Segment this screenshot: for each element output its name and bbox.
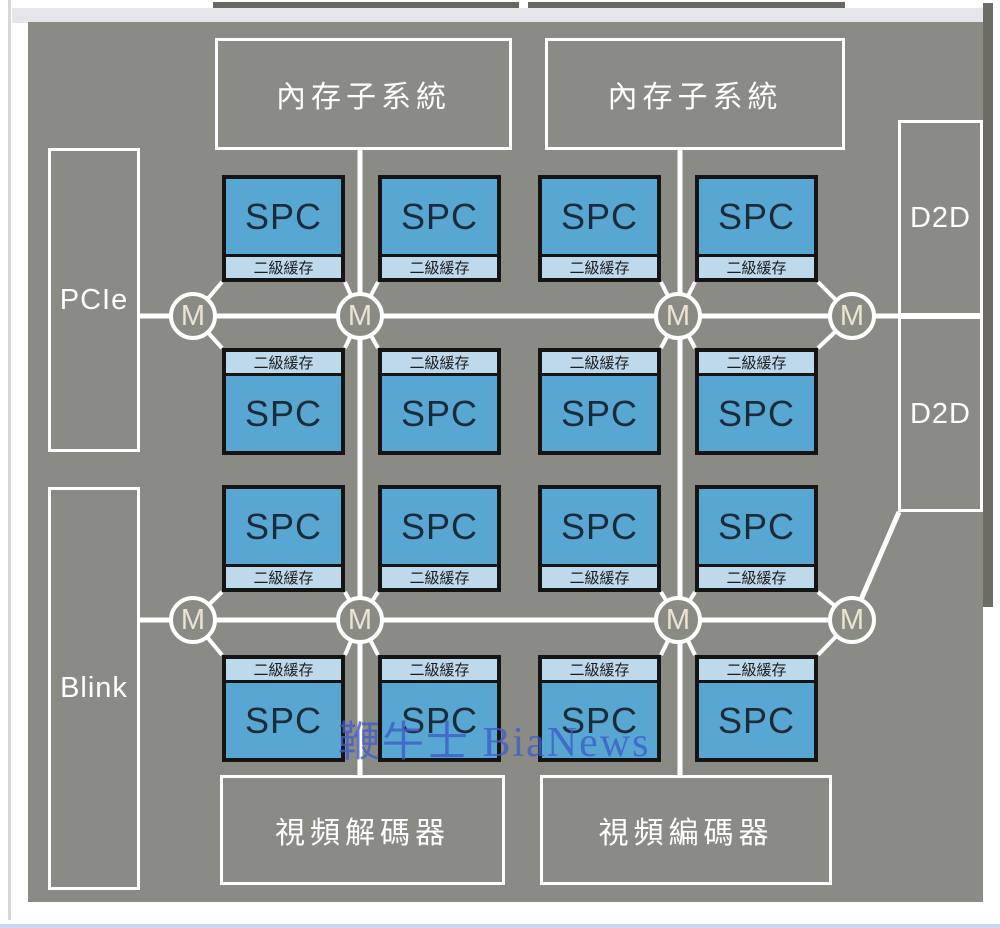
l2-cache-strip: 二級緩存 — [699, 352, 814, 376]
spc-block-r2c3: SPC 二級緩存 — [538, 348, 661, 455]
memory-subsystem-box-right: 內存子系統 — [545, 38, 845, 150]
spc-core-label: SPC — [226, 489, 341, 564]
video-encoder-box: 視頻編碼器 — [540, 775, 832, 885]
l2-cache-strip: 二級緩存 — [699, 564, 814, 588]
spc-block-r3c2: SPC 二級緩存 — [378, 485, 501, 592]
spc-core-label: SPC — [226, 683, 341, 758]
chip-die-background — [28, 22, 983, 902]
top-light-band — [12, 8, 993, 23]
spc-core-label: SPC — [542, 489, 657, 564]
l2-cache-strip: 二級緩存 — [542, 659, 657, 683]
spc-block-r4c2: SPC 二級緩存 — [378, 655, 501, 762]
watermark-text: 鞭牛士 BiaNews — [338, 720, 651, 766]
spc-core-label: SPC — [542, 376, 657, 451]
spc-block-r2c1: SPC 二級緩存 — [222, 348, 345, 455]
l2-cache-strip: 二級緩存 — [382, 659, 497, 683]
d2d-block-bottom: D2D — [898, 316, 983, 512]
spc-block-r1c1: SPC 二級緩存 — [222, 175, 345, 282]
spc-core-label: SPC — [699, 489, 814, 564]
l2-cache-strip: 二級緩存 — [226, 564, 341, 588]
spc-core-label: SPC — [382, 683, 497, 758]
spc-block-r4c1: SPC 二級緩存 — [222, 655, 345, 762]
blink-block: Blink — [48, 487, 140, 890]
spc-core-label: SPC — [382, 489, 497, 564]
l2-cache-strip: 二級緩存 — [542, 352, 657, 376]
left-frame-line — [8, 0, 11, 920]
mesh-node-r2-4: M — [828, 596, 876, 644]
spc-core-label: SPC — [699, 376, 814, 451]
l2-cache-strip: 二級緩存 — [226, 254, 341, 278]
spc-core-label: SPC — [382, 179, 497, 254]
pcie-block: PCIe — [48, 148, 140, 452]
mesh-node-r1-3: M — [654, 292, 702, 340]
l2-cache-strip: 二級緩存 — [382, 564, 497, 588]
l2-cache-strip: 二級緩存 — [542, 254, 657, 278]
spc-block-r1c4: SPC 二級緩存 — [695, 175, 818, 282]
spc-block-r2c4: SPC 二級緩存 — [695, 348, 818, 455]
mesh-node-r2-2: M — [336, 596, 384, 644]
mesh-node-r2-3: M — [654, 596, 702, 644]
memory-subsystem-box-left: 內存子系統 — [215, 38, 512, 150]
top-dark-bar-left — [213, 2, 519, 8]
spc-core-label: SPC — [226, 376, 341, 451]
spc-core-label: SPC — [699, 179, 814, 254]
bottom-edge-line — [0, 924, 1000, 928]
spc-block-r4c3: SPC 二級緩存 — [538, 655, 661, 762]
spc-block-r1c3: SPC 二級緩存 — [538, 175, 661, 282]
l2-cache-strip: 二級緩存 — [699, 659, 814, 683]
d2d-block-top: D2D — [898, 120, 983, 316]
spc-core-label: SPC — [382, 376, 497, 451]
right-dark-strip — [983, 3, 993, 607]
l2-cache-strip: 二級緩存 — [382, 352, 497, 376]
spc-core-label: SPC — [542, 683, 657, 758]
spc-block-r3c1: SPC 二級緩存 — [222, 485, 345, 592]
mesh-node-r1-2: M — [336, 292, 384, 340]
l2-cache-strip: 二級緩存 — [542, 564, 657, 588]
spc-block-r1c2: SPC 二級緩存 — [378, 175, 501, 282]
spc-core-label: SPC — [542, 179, 657, 254]
l2-cache-strip: 二級緩存 — [382, 254, 497, 278]
video-decoder-box: 視頻解碼器 — [220, 775, 505, 885]
l2-cache-strip: 二級緩存 — [226, 352, 341, 376]
mesh-stub-lines — [191, 280, 854, 657]
mesh-node-r1-4: M — [828, 292, 876, 340]
spc-core-label: SPC — [226, 179, 341, 254]
spc-block-r3c3: SPC 二級緩存 — [538, 485, 661, 592]
spc-block-r4c4: SPC 二級緩存 — [695, 655, 818, 762]
spc-block-r2c2: SPC 二級緩存 — [378, 348, 501, 455]
l2-cache-strip: 二級緩存 — [226, 659, 341, 683]
mesh-bus-lines — [140, 150, 983, 775]
top-dark-bar-right — [528, 2, 845, 8]
l2-cache-strip: 二級緩存 — [699, 254, 814, 278]
mesh-node-r2-1: M — [169, 596, 217, 644]
mesh-node-r1-1: M — [169, 292, 217, 340]
spc-block-r3c4: SPC 二級緩存 — [695, 485, 818, 592]
spc-core-label: SPC — [699, 683, 814, 758]
